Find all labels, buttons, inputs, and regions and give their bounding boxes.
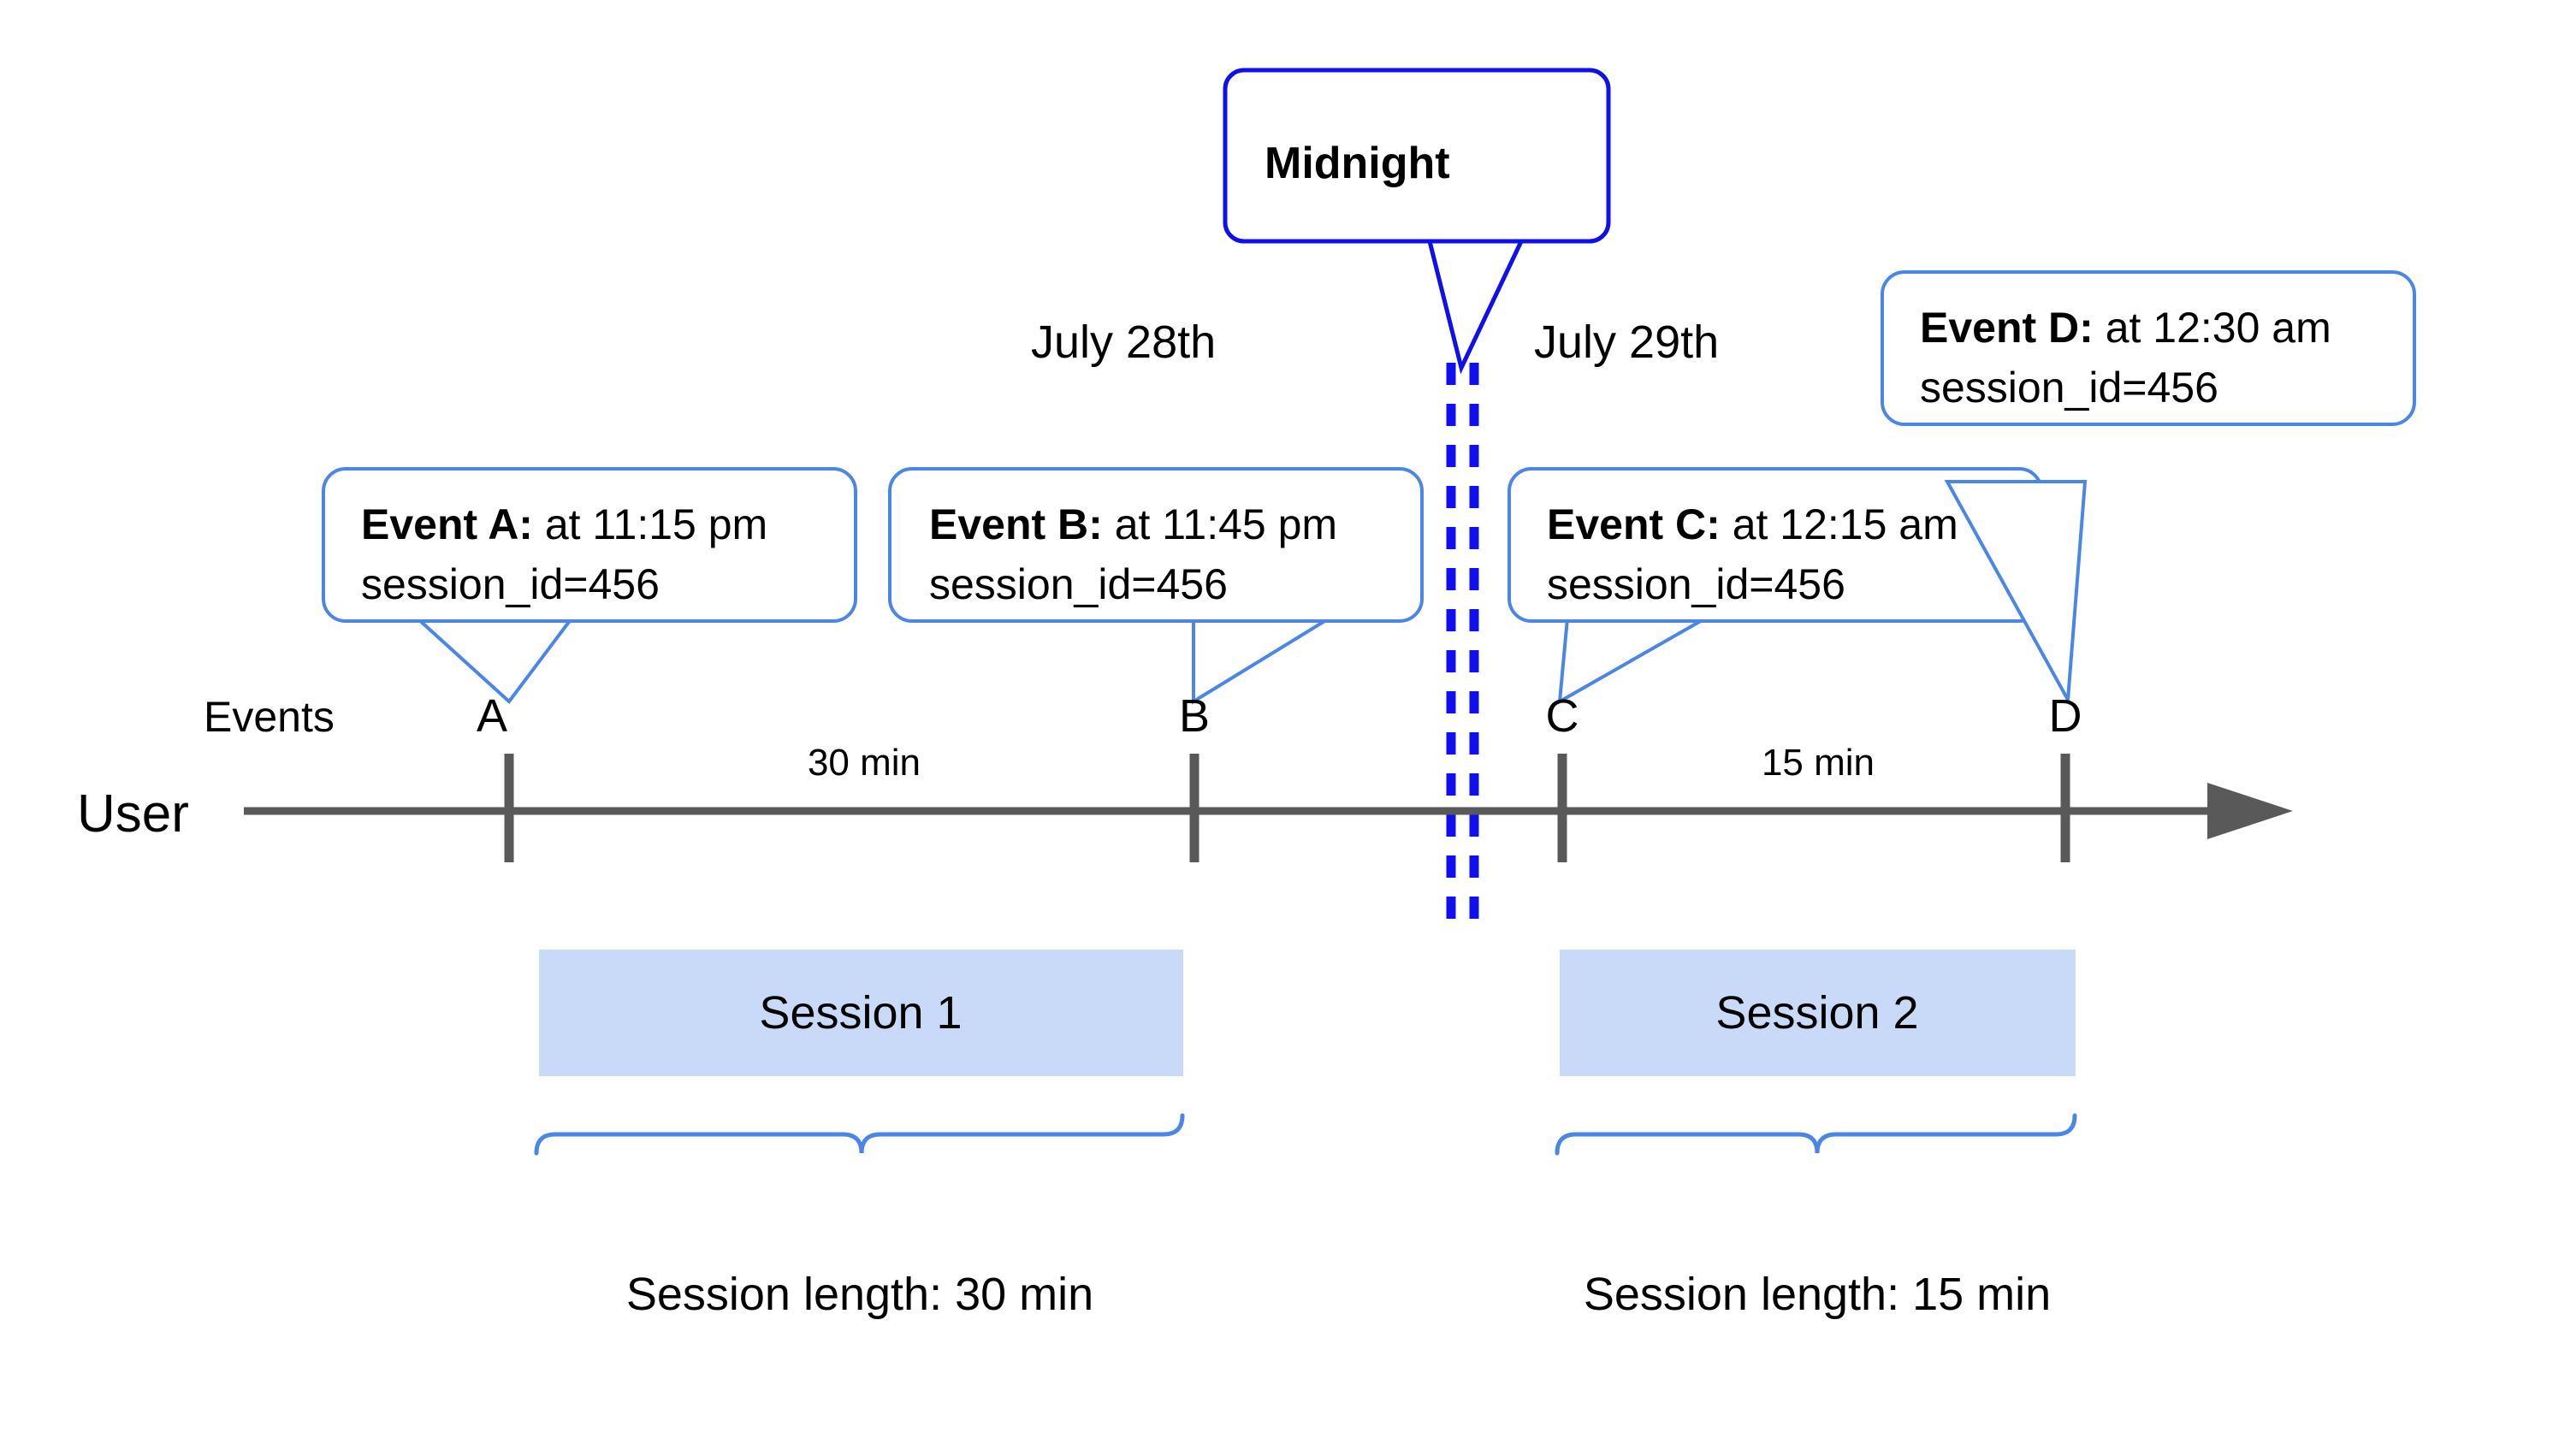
session-2-brace (1555, 1113, 2077, 1156)
session-1-brace (534, 1113, 1185, 1156)
event-a-detail: at 11:15 pm (533, 500, 767, 548)
event-a-title: Event A: (361, 500, 533, 548)
midnight-callout-body (1223, 68, 1611, 244)
event-marker-label-a: A (477, 690, 507, 742)
session-1-group: Session 1 Session length: 30 min (534, 950, 1185, 1320)
date-label-july-29: July 29th (1534, 317, 1719, 368)
event-d-session-id: session_id=456 (1920, 364, 2218, 411)
session-2-label: Session 2 (1715, 987, 1918, 1039)
event-marker-label-c: C (1546, 690, 1579, 742)
event-c-detail: at 12:15 am (1721, 500, 1958, 548)
gap-label-30-min: 30 min (808, 742, 921, 784)
event-b-session-id: session_id=456 (929, 560, 1228, 608)
event-callout-d: Event D: at 12:30 am session_id=456 (1881, 270, 2416, 706)
midnight-label: Midnight (1265, 139, 1450, 188)
timeline-axis (244, 783, 2293, 839)
event-c-session-id: session_id=456 (1547, 560, 1845, 608)
event-marker-label-d: D (2049, 690, 2082, 742)
gap-label-15-min: 15 min (1762, 742, 1875, 784)
event-callout-b: Event B: at 11:45 pm session_id=456 (888, 467, 1424, 705)
event-callout-a-body (322, 467, 857, 623)
event-tick-markers (504, 754, 2070, 862)
event-c-line1: Event C: at 12:15 am (1547, 500, 1958, 548)
event-callout-a-tail (412, 617, 576, 704)
midnight-boundary-lines (1446, 363, 1479, 922)
event-callout-b-tail (1192, 619, 1333, 705)
event-callout-d-tail (1944, 480, 2088, 706)
event-b-line1: Event B: at 11:45 pm (929, 500, 1337, 548)
midnight-callout-tail (1425, 235, 1526, 375)
date-labels: July 28th July 29th (1031, 317, 1719, 368)
event-c-title: Event C: (1547, 500, 1721, 548)
event-callout-a: Event A: at 11:15 pm session_id=456 (322, 467, 857, 704)
event-d-detail: at 12:30 am (2094, 304, 2331, 352)
event-b-title: Event B: (929, 500, 1103, 548)
session-1-length-label: Session length: 30 min (626, 1269, 1093, 1320)
event-d-title: Event D: (1920, 304, 2094, 352)
event-callout-c-tail (1557, 617, 1712, 705)
date-label-july-28: July 28th (1031, 317, 1216, 368)
events-row-label: Events (204, 693, 335, 741)
event-callout-c: Event C: at 12:15 am session_id=456 (1508, 467, 2043, 705)
event-callout-b-body (888, 467, 1424, 623)
timeline-arrow-icon (2207, 783, 2293, 839)
session-2-box (1560, 950, 2076, 1076)
event-marker-label-b: B (1179, 690, 1210, 742)
event-b-detail: at 11:45 pm (1103, 500, 1337, 548)
session-2-group: Session 2 Session length: 15 min (1555, 950, 2077, 1320)
midnight-callout: Midnight (1223, 68, 1611, 375)
event-a-line1: Event A: at 11:15 pm (361, 500, 767, 548)
user-row-label: User (77, 784, 189, 843)
event-callout-d-body (1881, 270, 2416, 426)
event-a-session-id: session_id=456 (361, 560, 660, 608)
session-1-box (539, 950, 1183, 1076)
session-1-label: Session 1 (759, 987, 962, 1039)
session-2-length-label: Session length: 15 min (1584, 1269, 2051, 1320)
event-d-line1: Event D: at 12:30 am (1920, 304, 2331, 352)
